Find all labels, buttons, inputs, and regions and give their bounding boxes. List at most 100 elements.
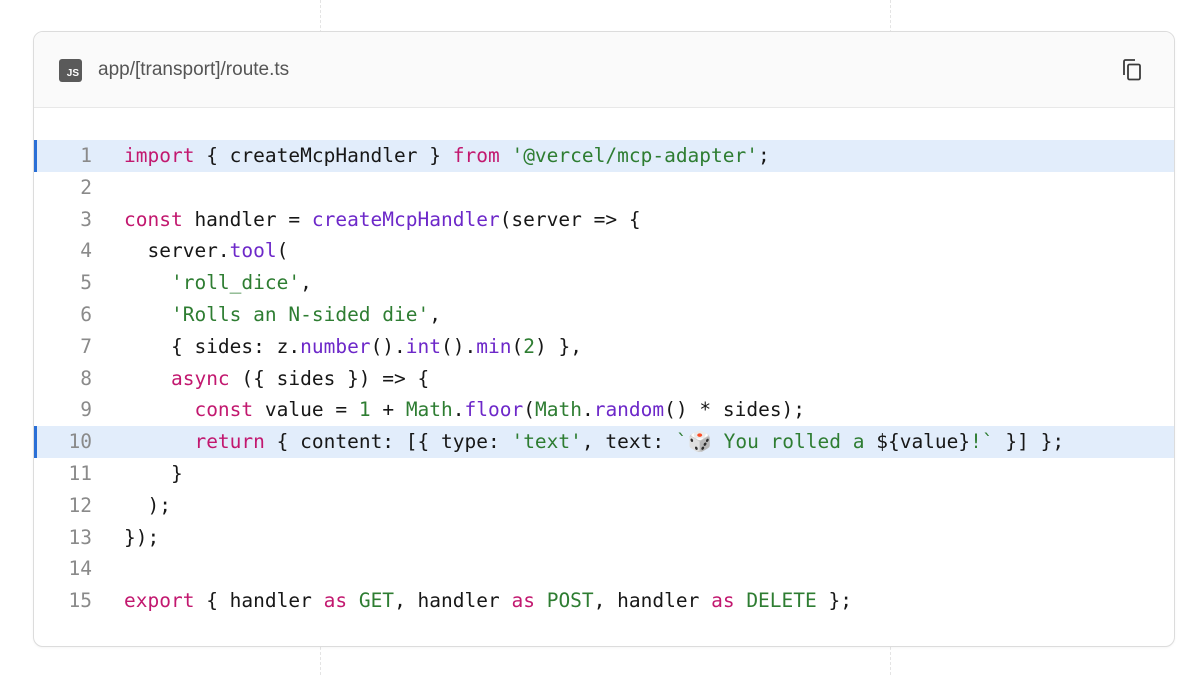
code-block: JS app/[transport]/route.ts 1 import { cr…: [33, 31, 1175, 647]
code-token: int: [405, 334, 442, 358]
code-line: 4 server.tool(: [34, 235, 1174, 267]
code-line: 9 const value = 1 + Math.floor(Math.rand…: [34, 394, 1174, 426]
line-source: );: [124, 490, 171, 522]
code-line: 5 'roll_dice',: [34, 267, 1174, 299]
line-number: 2: [80, 175, 92, 199]
code-token: from: [452, 144, 500, 167]
code-token: createMcpHandler: [311, 207, 500, 231]
code-token: ;: [758, 144, 770, 167]
line-source: }: [124, 458, 183, 490]
line-number: 12: [68, 493, 92, 517]
code-token: [124, 367, 171, 390]
copy-button[interactable]: [1118, 56, 1146, 84]
code-token: tool: [229, 239, 277, 263]
code-token: async: [170, 366, 230, 390]
line-source: server.tool(: [124, 235, 288, 267]
code-line: 12 );: [34, 490, 1174, 522]
line-source: export { handler as GET, handler as POST…: [124, 585, 852, 617]
code-token: [124, 398, 194, 421]
code-line: 10 return { content: [{ type: 'text', te…: [34, 426, 1174, 458]
code-token: floor: [464, 398, 524, 422]
code-token: `🎲 You rolled a: [675, 430, 877, 454]
code-token: value =: [253, 398, 359, 422]
line-number: 4: [80, 239, 92, 263]
code-token: };: [816, 589, 853, 613]
code-token: as: [323, 589, 348, 613]
code-token: handler =: [182, 207, 312, 231]
code-token: (: [523, 398, 535, 422]
code-token: { handler: [194, 589, 324, 613]
code-token: DELETE: [746, 589, 817, 613]
line-number: 15: [68, 589, 92, 613]
code-token: const: [124, 207, 183, 231]
code-token: (server => {: [499, 207, 641, 231]
code-line: 6 'Rolls an N-sided die',: [34, 299, 1174, 331]
code-token: .: [452, 398, 465, 422]
code-lines: 1 import { createMcpHandler } from '@verc…: [34, 140, 1174, 617]
code-token: ({ sides }) => {: [229, 366, 430, 390]
line-number: 11: [68, 461, 92, 485]
code-token: '@vercel/mcp-adapter': [511, 144, 758, 167]
line-source: import { createMcpHandler } from '@verce…: [124, 140, 770, 172]
code-token: +: [370, 398, 406, 422]
code-token: , handler: [394, 589, 512, 613]
line-number: 7: [80, 334, 92, 358]
code-token: 'roll_dice': [170, 271, 301, 295]
code-token: server.: [124, 239, 230, 263]
javascript-file-icon: JS: [59, 59, 82, 82]
code-token: );: [124, 493, 171, 517]
code-token: import: [124, 144, 195, 167]
line-source: return { content: [{ type: 'text', text:…: [124, 426, 1064, 458]
line-number: 5: [80, 271, 92, 295]
line-source: 'Rolls an N-sided die',: [124, 299, 441, 331]
line-source: async ({ sides }) => {: [124, 363, 429, 395]
file-name: app/[transport]/route.ts: [98, 59, 290, 80]
code-token: 2: [523, 334, 535, 358]
line-source: const value = 1 + Math.floor(Math.random…: [124, 394, 805, 426]
line-source: });: [124, 522, 159, 554]
code-token: 'text': [511, 430, 582, 454]
code-token: ().: [441, 334, 477, 358]
code-token: [500, 144, 512, 167]
code-token: [124, 430, 194, 453]
code-line: 14: [34, 553, 1174, 585]
code-token: 'Rolls an N-sided die': [170, 302, 430, 326]
code-token: }] };: [993, 430, 1065, 454]
line-number: 6: [80, 302, 92, 326]
code-token: Math: [405, 398, 453, 422]
line-number: 13: [68, 525, 92, 549]
code-token: }: [124, 461, 183, 485]
code-line: 2: [34, 172, 1174, 204]
code-token: as: [711, 589, 735, 613]
code-token: { content: [{ type:: [264, 430, 512, 454]
code-token: , text:: [581, 430, 676, 454]
code-token: (: [276, 239, 289, 263]
code-token: ) },: [535, 334, 582, 358]
code-token: , handler: [593, 589, 712, 613]
code-token: (: [511, 334, 524, 358]
code-token: [124, 271, 171, 294]
line-number: 14: [68, 557, 92, 581]
code-token: { createMcpHandler }: [194, 144, 453, 167]
code-token: ().: [370, 334, 406, 358]
code-token: [535, 589, 547, 612]
code-token: export: [124, 589, 195, 613]
code-block-header: JS app/[transport]/route.ts: [34, 32, 1174, 108]
code-token: 1: [358, 398, 371, 422]
code-line: 11 }: [34, 458, 1174, 490]
line-number: 8: [80, 366, 92, 390]
line-source: { sides: z.number().int().min(2) },: [124, 331, 582, 363]
line-number: 10: [68, 430, 92, 454]
code-line: 7 { sides: z.number().int().min(2) },: [34, 331, 1174, 363]
code-token: [124, 303, 171, 326]
code-line: 15 export { handler as GET, handler as PO…: [34, 585, 1174, 617]
code-token: return: [194, 430, 265, 454]
line-number: 9: [80, 398, 92, 422]
code-token: !`: [970, 430, 994, 454]
code-token: Math: [534, 398, 582, 422]
code-token: as: [511, 589, 535, 613]
copy-icon: [1123, 59, 1141, 81]
code-token: const: [194, 398, 254, 422]
